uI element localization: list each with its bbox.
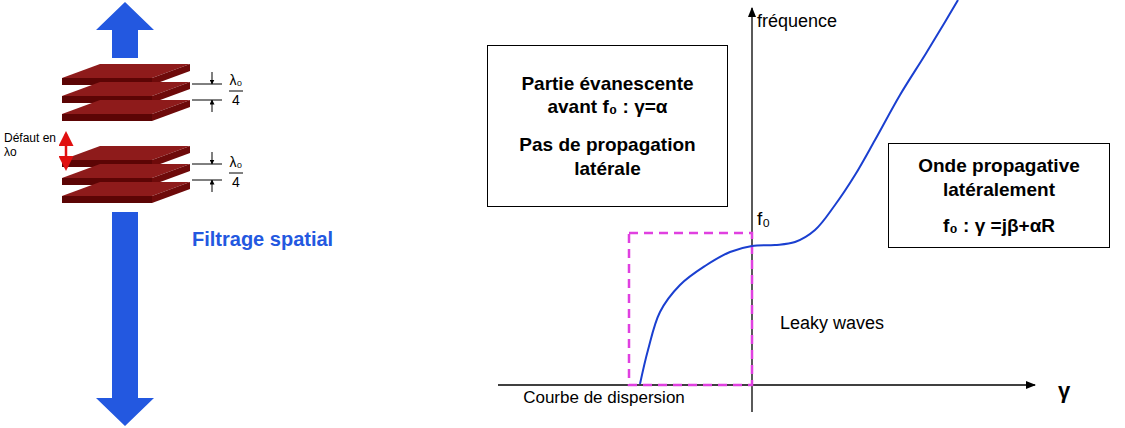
- axis-label: fréquence: [757, 11, 837, 32]
- bragg-mirror: [62, 64, 190, 203]
- box-text: Onde propagative latéralement: [897, 154, 1101, 202]
- blue-arrow: [96, 212, 154, 426]
- divisor: 4: [232, 92, 240, 108]
- gamma-axis: [498, 384, 1035, 385]
- box-text: Partie évanescente avant f₀ : γ=α: [496, 72, 719, 120]
- blue-arrow: [96, 2, 154, 58]
- box-text: Pas de propagation latérale: [496, 133, 719, 181]
- box-text: f₀ : γ =jβ+αR: [897, 214, 1101, 238]
- text-box: Onde propagative latéralement f₀ : γ =jβ+…: [888, 143, 1110, 248]
- wavelength: λ₀: [230, 154, 243, 170]
- axis-label: γ: [1058, 378, 1070, 403]
- curve-label: Leaky waves: [780, 313, 884, 334]
- text-box: Partie évanescente avant f₀ : γ=αPas de …: [487, 45, 728, 207]
- axis-caption: Courbe de dispersion: [523, 388, 685, 408]
- wavelength: λ₀: [230, 72, 243, 88]
- frequency-marker: f₀: [757, 208, 770, 230]
- divisor: 4: [232, 174, 240, 190]
- fraction-bar: [229, 91, 243, 92]
- defect-label: Défaut en λo: [4, 132, 60, 160]
- fraction-bar: [229, 173, 243, 174]
- defect-arrow: [65, 134, 68, 168]
- spatial-filter-label: Filtrage spatial: [192, 228, 333, 251]
- evanescent-region: [629, 233, 752, 385]
